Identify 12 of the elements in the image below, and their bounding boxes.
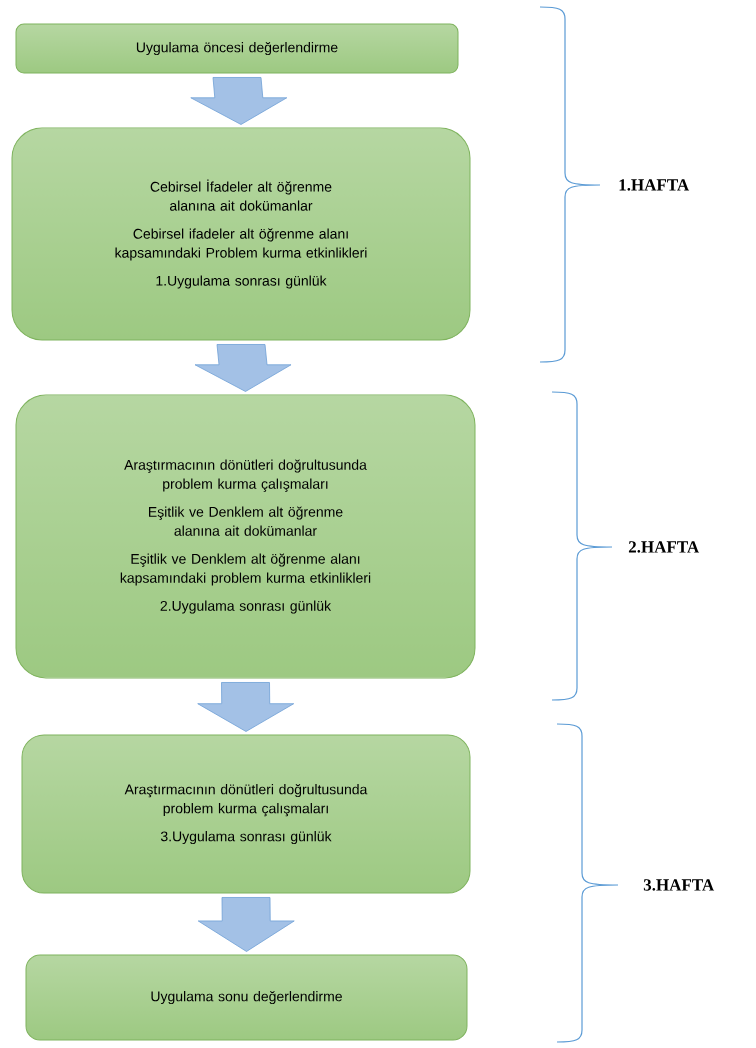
- process-box: Uygulama sonu değerlendirme: [25, 954, 468, 1041]
- week-label: 2.HAFTA: [628, 541, 700, 553]
- process-box: Araştırmacının dönütleri doğrultusunda problem kurma çalışmaları Eşitlik ve Denklem alt öğrenme alanına ait dokümanlar Eşitlik ve Denklem alt öğrenme alanı kapsamındaki problem kurma etkinlikleri 2.Uygulama sonrası günlük: [15, 394, 476, 679]
- week-label: 3.HAFTA: [643, 879, 715, 891]
- block-arrow: [190, 77, 288, 125]
- process-box: Uygulama öncesi değerlendirme: [15, 23, 459, 74]
- process-box: Araştırmacının dönütleri doğrultusunda problem kurma çalışmaları 3.Uygulama sonrası günlük: [21, 734, 471, 894]
- week-label: 1.HAFTA: [619, 179, 690, 191]
- block-arrow: [197, 897, 295, 952]
- process-box: Cebirsel İfadeler alt öğrenme alanına ait dokümanlar Cebirsel ifadeler alt öğrenme alanı kapsamındaki Problem kurma etkinlikleri 1.Uygulama sonrası günlük: [11, 127, 471, 341]
- block-arrow: [197, 682, 295, 732]
- block-arrow: [194, 344, 292, 392]
